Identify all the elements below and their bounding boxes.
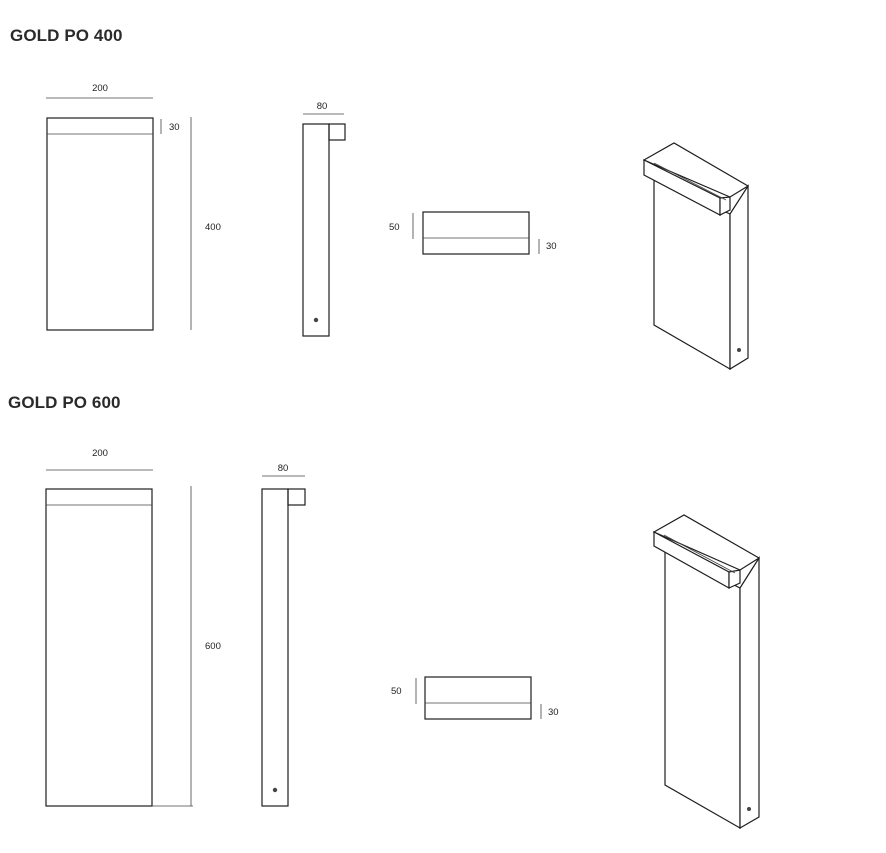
- height-dimension-label-400: 400: [205, 222, 221, 233]
- top-body-600: [424, 676, 532, 720]
- side-view-400: 80: [302, 101, 346, 337]
- side-head-600: [287, 488, 306, 506]
- iso-side-face-600: [739, 555, 760, 830]
- isometric-view-600: [652, 514, 761, 830]
- iso-sensor-dot-400: [737, 348, 741, 352]
- sensor-dot-600: [272, 787, 278, 793]
- side-body-600: [261, 488, 289, 807]
- iso-head-groove-600: [663, 534, 736, 574]
- isometric-view-400: [642, 142, 750, 371]
- height-dimension-label-600: 600: [205, 641, 221, 652]
- side-body-400: [302, 123, 330, 337]
- front-view-600: 200 600: [45, 448, 221, 807]
- width-dimension-label-600: 200: [92, 448, 108, 459]
- depth-dimension-label-400: 80: [317, 101, 328, 112]
- sensor-dot-400: [313, 317, 319, 323]
- top-head-dimension-label-400: 30: [546, 241, 557, 252]
- front-body-600: [45, 488, 153, 807]
- side-head-400: [328, 123, 346, 141]
- iso-head-top-600: [652, 514, 761, 571]
- top-head-dimension-label-600: 30: [548, 707, 559, 718]
- top-depth-dimension-label-600: 50: [391, 686, 402, 697]
- iso-side-face-400: [729, 183, 749, 371]
- depth-dimension-label-600: 80: [278, 463, 289, 474]
- head-dimension-label-400: 30: [169, 122, 180, 133]
- width-dimension-label-400: 200: [92, 83, 108, 94]
- model-title-gold-po-600: GOLD PO 600: [8, 393, 121, 412]
- side-view-600: 80: [261, 463, 306, 807]
- front-body-400: [46, 117, 154, 331]
- iso-head-groove-400: [653, 162, 727, 201]
- model-title-gold-po-400: GOLD PO 400: [10, 26, 123, 45]
- iso-front-face-600: [664, 549, 741, 830]
- top-depth-dimension-label-400: 50: [389, 222, 400, 233]
- front-view-400: 200 30 400: [46, 83, 221, 331]
- top-view-400: 50 30: [389, 211, 557, 255]
- iso-head-top-400: [642, 142, 750, 198]
- iso-head-end-400: [719, 196, 731, 216]
- top-view-600: 50 30: [391, 676, 559, 720]
- iso-sensor-dot-600: [747, 807, 751, 811]
- iso-head-end-600: [728, 569, 741, 589]
- top-body-400: [422, 211, 530, 255]
